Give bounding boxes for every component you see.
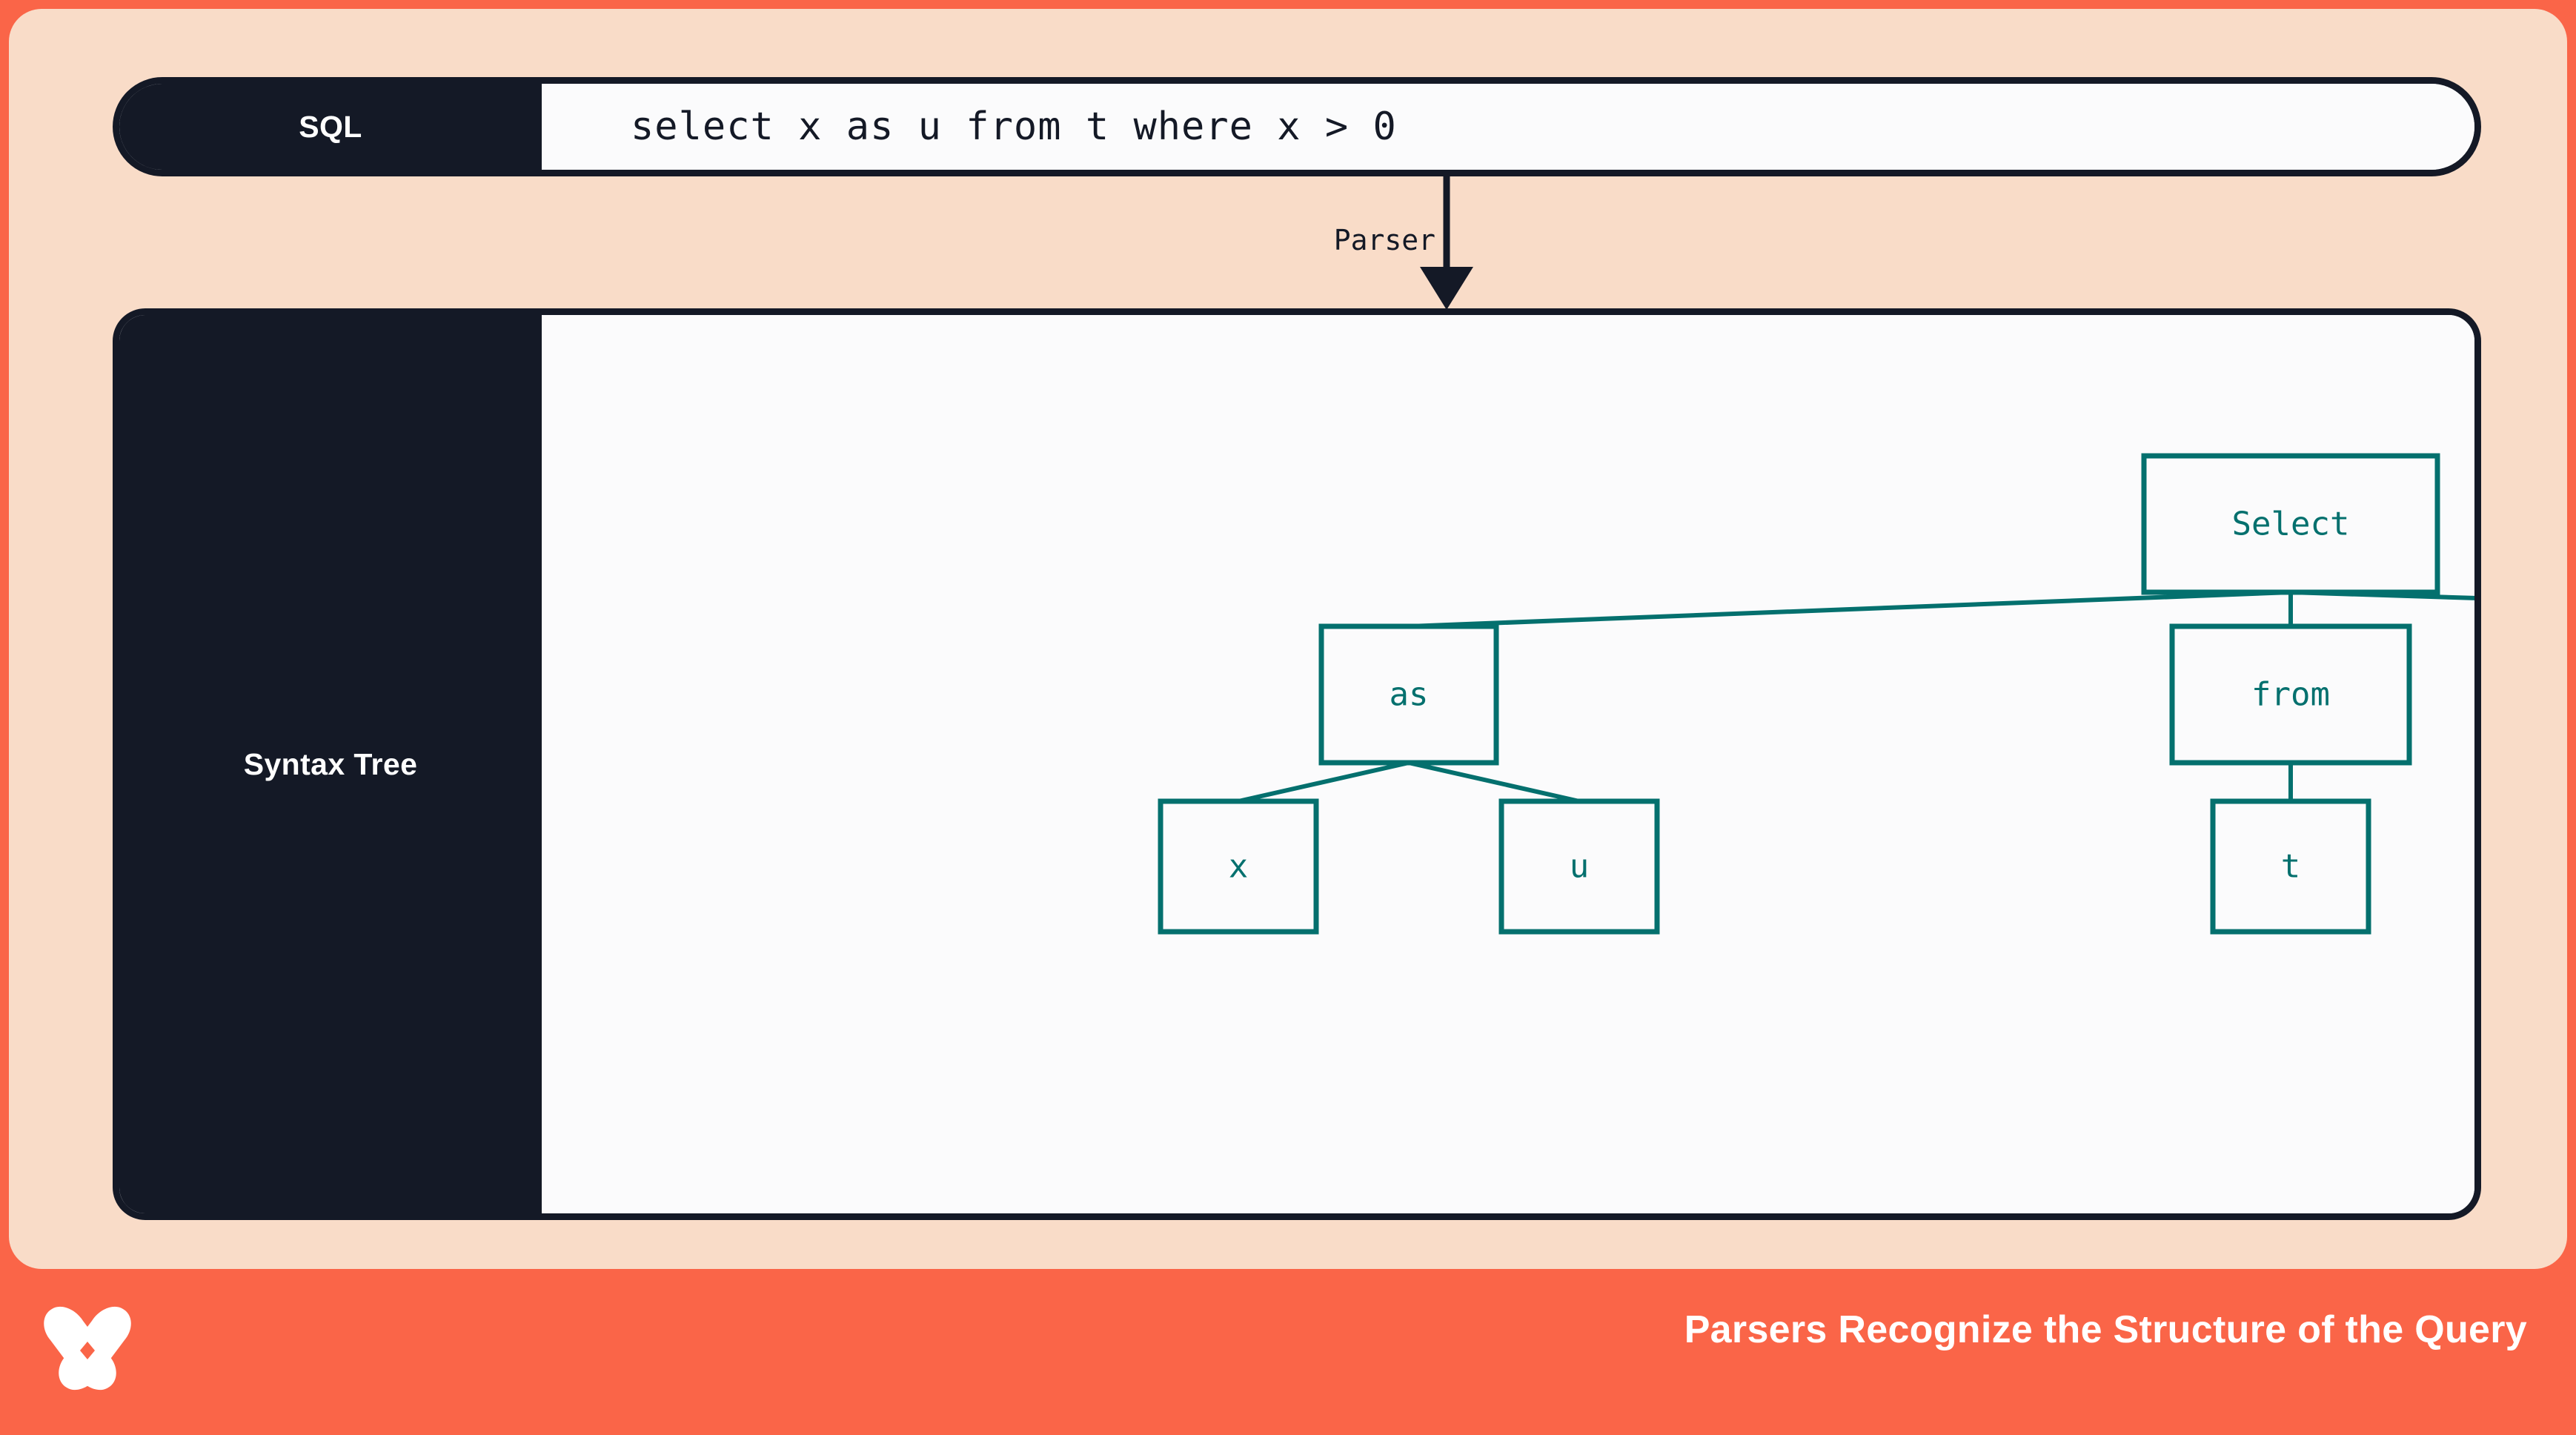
tree-node[interactable]: x [1158, 798, 1319, 935]
tree-node[interactable]: t [2210, 798, 2371, 935]
tree-node-box [1318, 623, 1499, 766]
butterfly-x-logo-icon [36, 1299, 139, 1402]
sql-row: SQL select x as u from t where x > 0 [113, 77, 2481, 176]
footer-band: Parsers Recognize the Structure of the Q… [0, 1269, 2576, 1435]
syntax-tree-graph: Selectasfromwherexut>x0 [1158, 453, 2474, 935]
syntax-tree-label: Syntax Tree [243, 746, 418, 781]
tree-edge [1238, 760, 1410, 803]
tree-edge [1408, 590, 2291, 629]
sql-label: SQL [299, 109, 362, 144]
footer-caption: Parsers Recognize the Structure of the Q… [1684, 1308, 2527, 1351]
tree-node-label: as [1390, 676, 1429, 714]
syntax-tree-canvas: Selectasfromwherexut>x0 [542, 315, 2474, 1213]
syntax-tree-label-panel: Syntax Tree [119, 315, 542, 1213]
tree-node-box [2141, 453, 2440, 595]
tree-node[interactable]: as [1318, 623, 1499, 766]
tree-node-label: t [2281, 848, 2301, 886]
node-layer: Selectasfromwherexut>x0 [1158, 453, 2440, 935]
parser-label: Parser [1333, 224, 1435, 256]
tree-node[interactable]: Select [2141, 453, 2440, 595]
edge-layer [1238, 590, 2474, 803]
syntax-tree-row: Syntax Tree Selectasfromwherexut>x0 [113, 308, 2481, 1220]
sql-query-panel[interactable]: select x as u from t where x > 0 [542, 84, 2474, 170]
tree-edge [1408, 760, 1580, 803]
tree-node-label: from [2251, 676, 2330, 714]
content-card: SQL select x as u from t where x > 0 Par… [9, 9, 2567, 1269]
sql-query-text: select x as u from t where x > 0 [631, 105, 1397, 149]
tree-edge [2290, 590, 2474, 600]
tree-node[interactable]: u [1498, 798, 1660, 935]
tree-node-label: x [1229, 848, 1249, 886]
arrow-down-icon [1298, 176, 1610, 310]
tree-node-label: u [1570, 848, 1590, 886]
sql-label-panel: SQL [119, 84, 542, 170]
tree-node-box [1158, 798, 1319, 935]
tree-node-box [1498, 798, 1660, 935]
tree-node-label: Select [2232, 506, 2350, 543]
tree-node[interactable]: from [2169, 623, 2412, 766]
tree-node-box [2210, 798, 2371, 935]
tree-node-box [2169, 623, 2412, 766]
